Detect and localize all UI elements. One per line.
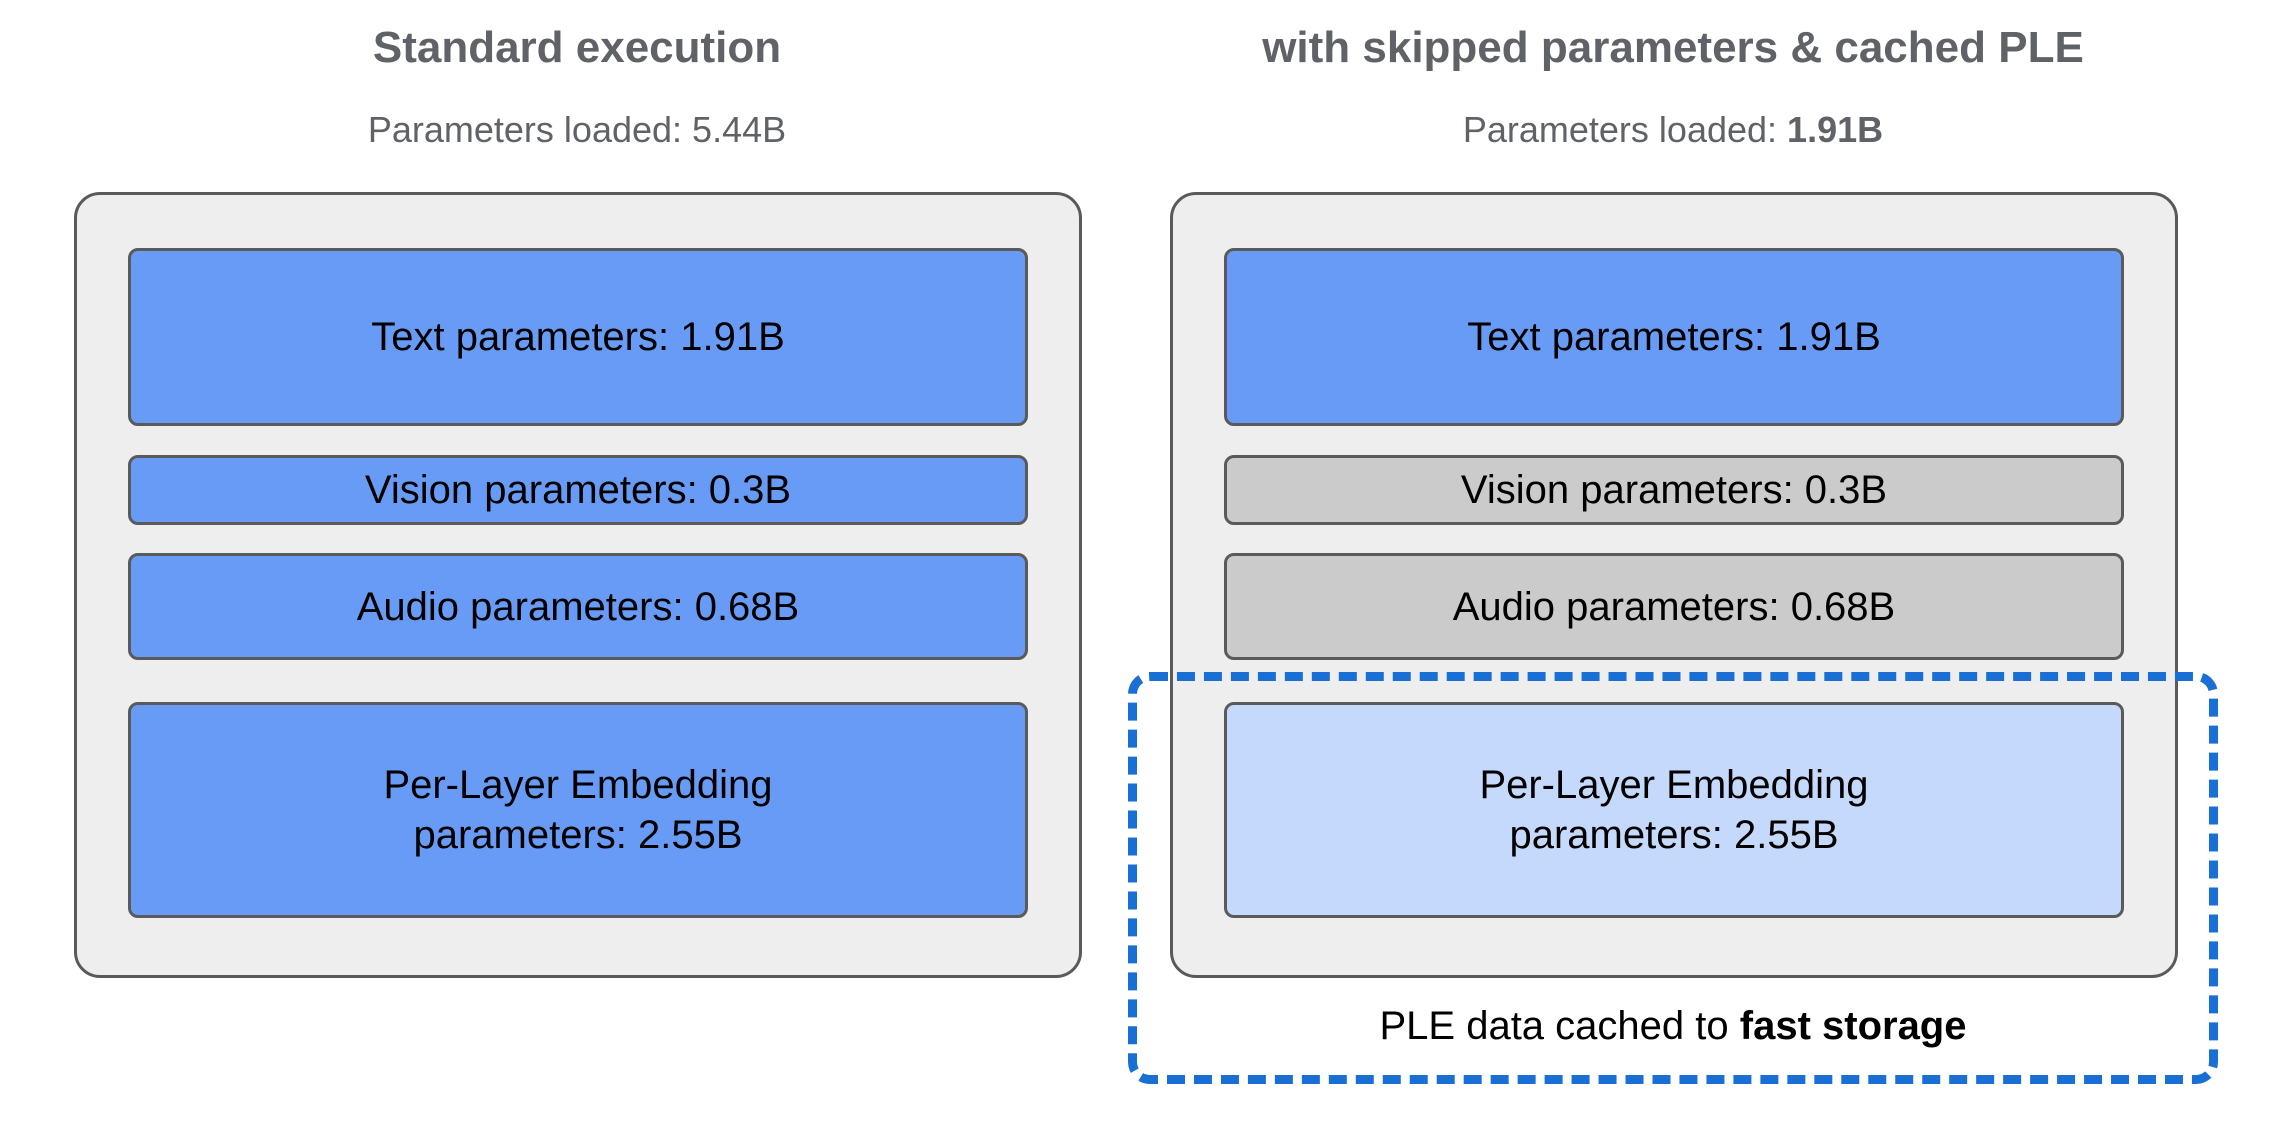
column-subtitle-skipped-cached: Parameters loaded: 1.91B <box>1170 108 2176 152</box>
param-block-ple-skipped-cached[interactable]: Per-Layer Embedding parameters: 2.55B <box>1224 702 2124 918</box>
column-title-standard: Standard execution <box>372 23 782 72</box>
param-block-label: Text parameters: 1.91B <box>1467 315 1881 359</box>
param-block-label-line1: Per-Layer Embedding <box>1479 763 1869 807</box>
param-block-audio-skipped-cached[interactable]: Audio parameters: 0.68B <box>1224 553 2124 660</box>
param-block-label: Audio parameters: 0.68B <box>356 584 800 629</box>
param-block-label-multiline: Per-Layer Embedding parameters: 2.55B <box>1479 760 1868 860</box>
param-block-label: Audio parameters: 0.68B <box>1452 584 1896 629</box>
param-block-label-line2: parameters: 2.55B <box>1509 813 1839 857</box>
param-block-audio-standard[interactable]: Audio parameters: 0.68B <box>128 553 1028 660</box>
cache-caption: PLE data cached to fast storage <box>1128 1000 2218 1052</box>
cache-caption-prefix: PLE data cached to <box>1379 1004 1740 1048</box>
column-title-skipped-cached: with skipped parameters & cached PLE <box>1262 23 2084 72</box>
column-subtitle-standard: Parameters loaded: 5.44B <box>74 108 1080 152</box>
subtitle-value-skipped-cached: 1.91B <box>1787 109 1884 150</box>
cache-caption-emphasis: fast storage <box>1739 1004 1967 1048</box>
param-block-label: Vision parameters: 0.3B <box>1460 468 1888 512</box>
param-block-label-multiline: Per-Layer Embedding parameters: 2.55B <box>383 760 772 860</box>
param-block-label-line2: parameters: 2.55B <box>413 813 743 857</box>
param-block-text-standard[interactable]: Text parameters: 1.91B <box>128 248 1028 426</box>
param-block-text-skipped-cached[interactable]: Text parameters: 1.91B <box>1224 248 2124 426</box>
param-block-label: Text parameters: 1.91B <box>371 315 785 359</box>
param-block-ple-standard[interactable]: Per-Layer Embedding parameters: 2.55B <box>128 702 1028 918</box>
param-block-label: Vision parameters: 0.3B <box>364 468 792 512</box>
param-block-label-line1: Per-Layer Embedding <box>383 763 773 807</box>
subtitle-prefix-skipped-cached: Parameters loaded: <box>1462 109 1788 150</box>
subtitle-value-standard: 5.44B <box>692 109 787 150</box>
param-block-vision-standard[interactable]: Vision parameters: 0.3B <box>128 455 1028 525</box>
param-block-vision-skipped-cached[interactable]: Vision parameters: 0.3B <box>1224 455 2124 525</box>
subtitle-prefix-standard: Parameters loaded: <box>367 109 693 150</box>
